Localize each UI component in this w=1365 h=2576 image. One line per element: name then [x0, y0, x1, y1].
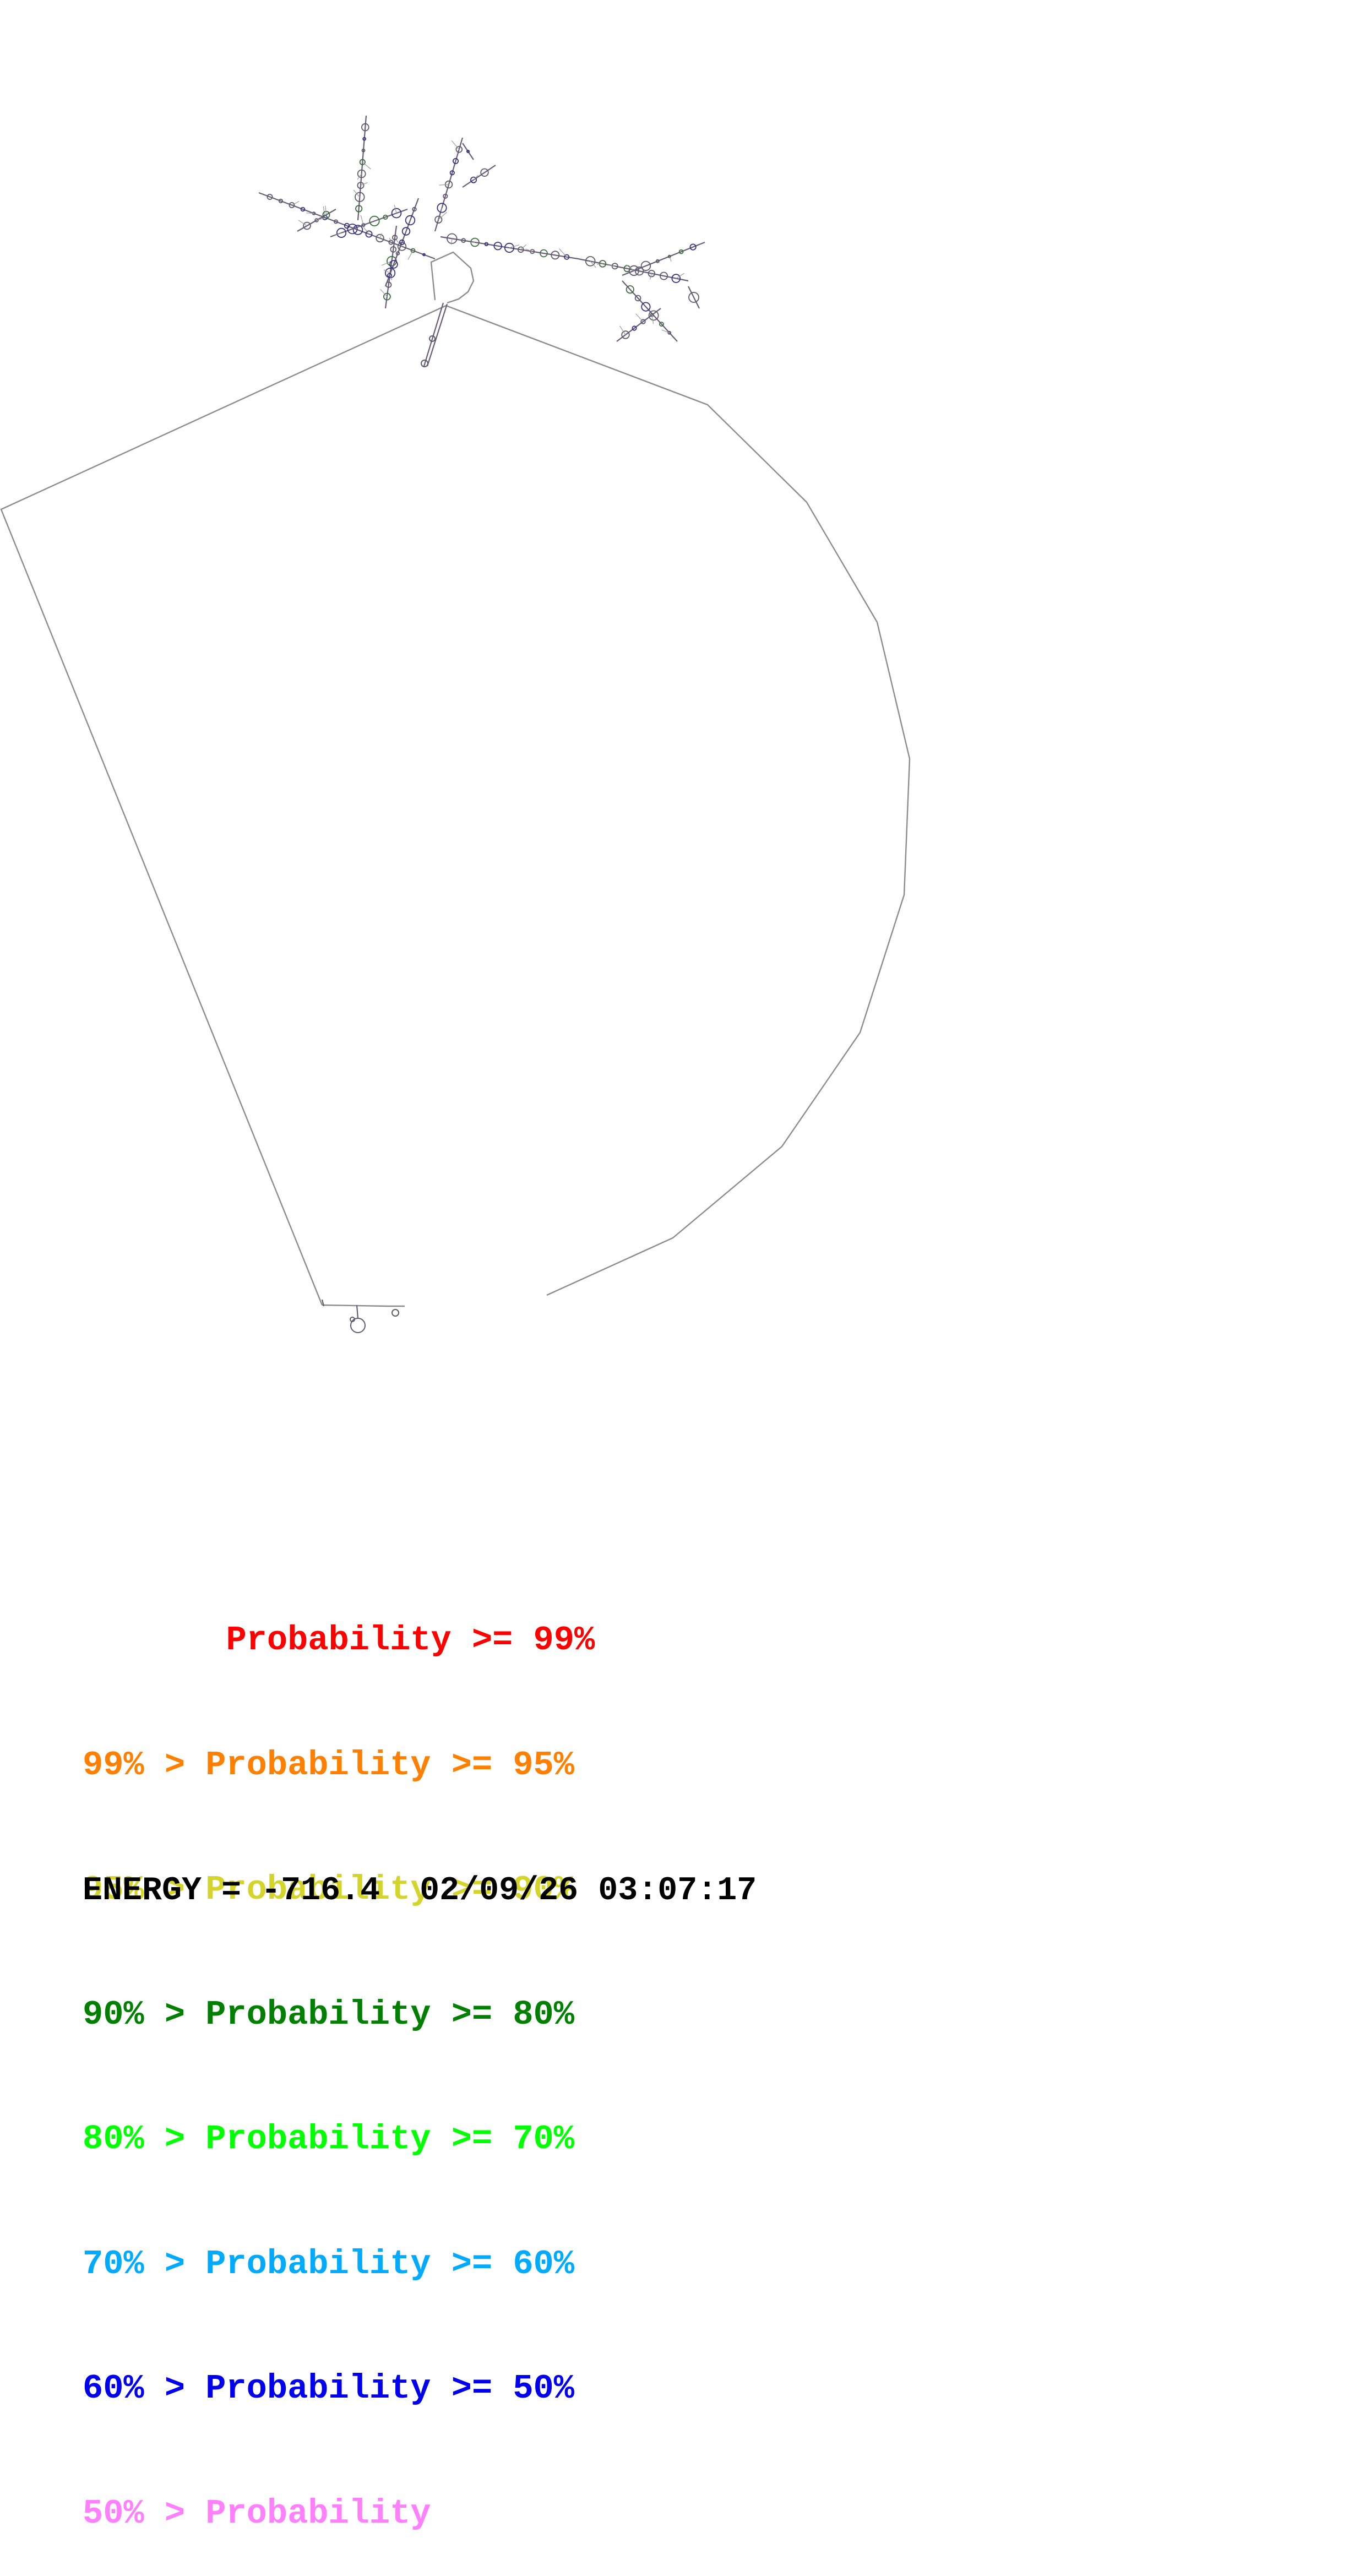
legend-label: Probability — [205, 1995, 431, 2034]
legend-prefix: 50% > — [83, 2494, 205, 2533]
helix-clusters — [259, 116, 705, 341]
probability-legend: Probability >= 99% 99% > Probability >= … — [83, 1536, 595, 2576]
base-tick — [408, 251, 413, 259]
helix-branch — [688, 286, 699, 308]
legend-suffix: >= 80% — [431, 1995, 574, 2034]
base-tick — [380, 233, 382, 238]
legend-suffix: >= 95% — [431, 1746, 574, 1785]
legend-row: 99% > Probability >= 95% — [83, 1744, 595, 1786]
helix-branch — [463, 165, 496, 187]
helix-branch — [358, 116, 366, 220]
legend-prefix: 70% > — [83, 2245, 205, 2284]
legend-label: Probability — [226, 1621, 451, 1660]
legend-label: Probability — [205, 2494, 431, 2533]
backbone-outer-loop — [1, 306, 446, 1305]
bottom-fragment — [322, 1300, 405, 1333]
legend-suffix: >= 99% — [452, 1621, 595, 1660]
legend-row: Probability >= 99% — [83, 1619, 595, 1661]
base-tick — [362, 162, 371, 169]
date: 02/09/26 — [420, 1872, 578, 1910]
base-tick — [620, 326, 626, 335]
helix-branch — [622, 242, 705, 275]
base-tick — [354, 190, 360, 197]
helix-branch — [463, 143, 474, 160]
legend-suffix: >= 50% — [431, 2369, 574, 2408]
legend-row: 90% > Probability >= 80% — [83, 1994, 595, 2036]
legend-prefix: 90% > — [83, 1995, 205, 2034]
legend-label: Probability — [205, 2120, 431, 2159]
legend-prefix: 80% > — [83, 2120, 205, 2159]
base-tick — [384, 270, 390, 273]
base-tick — [361, 215, 363, 225]
rna-structure-diagram — [0, 0, 1365, 1432]
energy-footer: ENERGY = -716.4 02/09/26 03:07:17 — [83, 1872, 757, 1910]
base-tick — [325, 206, 327, 215]
energy-value: -716.4 — [261, 1872, 380, 1910]
inner-multiloop — [431, 252, 474, 303]
legend-prefix: 60% > — [83, 2369, 205, 2408]
legend-label: Probability — [205, 2369, 431, 2408]
legend-row: 50% > Probability — [83, 2493, 595, 2535]
legend-suffix: >= 70% — [431, 2120, 574, 2159]
base-tick — [636, 314, 643, 322]
legend-row: 80% > Probability >= 70% — [83, 2118, 595, 2160]
backbone-outer-arc — [446, 306, 910, 1295]
central-stem — [421, 303, 447, 367]
energy-label: ENERGY = — [83, 1872, 261, 1910]
base-tick — [306, 213, 314, 214]
base-tick — [452, 140, 459, 149]
legend-label: Probability — [205, 2245, 431, 2284]
legend-label: Probability — [205, 1746, 431, 1785]
legend-suffix: >= 60% — [431, 2245, 574, 2284]
legend-row: 70% > Probability >= 60% — [83, 2243, 595, 2285]
legend-prefix — [83, 1621, 226, 1660]
time: 03:07:17 — [598, 1872, 757, 1910]
legend-row: 60% > Probability >= 50% — [83, 2368, 595, 2410]
legend-prefix: 99% > — [83, 1746, 205, 1785]
base-tick — [439, 184, 449, 185]
helix-branch — [617, 308, 661, 341]
